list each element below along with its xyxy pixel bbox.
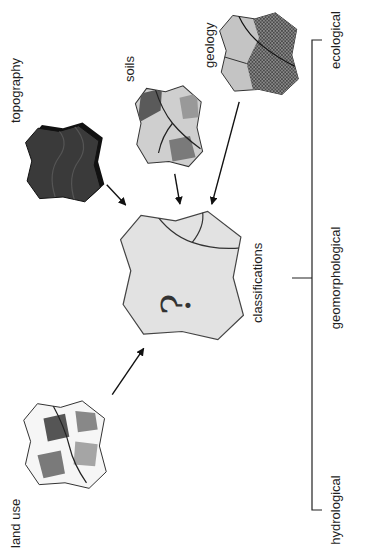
layer-label: topography [8,58,23,123]
geology-map [218,12,300,98]
classification-type: hydrological [328,475,343,544]
question-mark: ? [156,294,196,315]
classification-type: ecological [328,11,343,69]
classification-type: geomorphological [328,227,343,330]
classification-map [118,210,246,345]
soils-layer: soils [122,54,206,170]
classification-map-node: ? classifications [118,208,267,345]
layer-label: land use [8,499,23,548]
land-use-map [22,400,108,492]
topography-layer: topography [8,56,104,205]
layer-label: classifications [250,243,265,323]
input-arrow [175,174,180,204]
bracket-line [292,40,322,510]
input-arrow [107,185,126,205]
input-arrow [212,102,239,204]
soils-map [134,85,204,170]
layer-label: soils [122,56,137,82]
input-arrow [112,348,144,394]
layer-label: geology [202,22,217,68]
geology-layer: geology [202,10,302,98]
land-use-layer: land use [8,398,110,548]
topography-map [24,125,102,205]
